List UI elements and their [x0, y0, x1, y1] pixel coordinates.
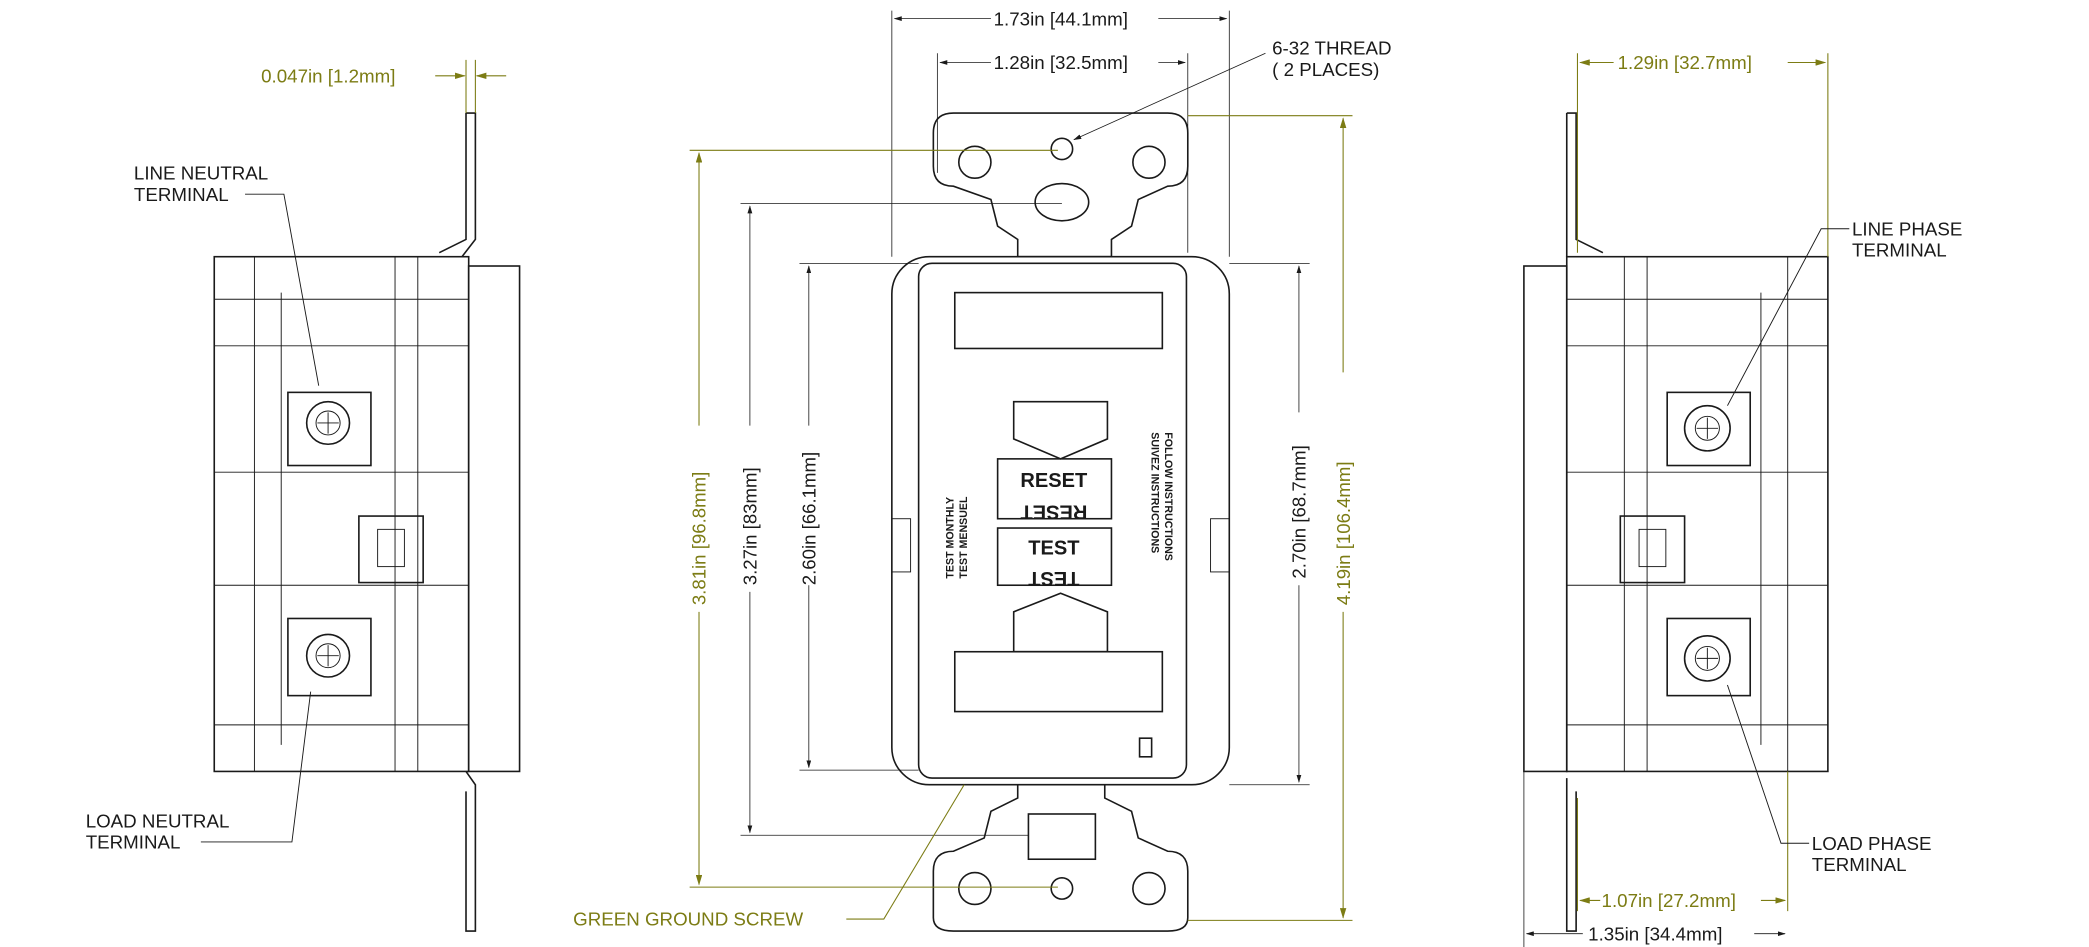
test-mensuel-text: TEST MENSUEL	[958, 496, 970, 579]
line-phase-terminal-screw	[1666, 391, 1752, 467]
callout-load-phase: LOAD PHASE	[1812, 833, 1932, 854]
dim-mount-hole-spacing: 1.28in [32.5mm]	[994, 52, 1128, 73]
test-monthly-text: TEST MONTHLY	[944, 497, 956, 579]
ground-screw	[1027, 813, 1097, 861]
callout-line-neutral-2: TERMINAL	[134, 184, 229, 205]
dim-height-2-70: 2.70in [68.7mm]	[1289, 445, 1310, 578]
dim-height-3-27: 3.27in [83mm]	[740, 467, 761, 585]
dim-side-depth-top: 1.29in [32.7mm]	[1618, 52, 1752, 73]
reset-arrow-icon	[1012, 400, 1109, 460]
dim-side-depth-inner: 1.07in [27.2mm]	[1602, 890, 1736, 911]
callout-line-neutral: LINE NEUTRAL	[134, 163, 268, 184]
follow-instructions-text: FOLLOW INSTRUCTIONS	[1162, 432, 1174, 561]
front-view: RESET RESET TEST TEST TEST MONTHLY TEST …	[573, 8, 1392, 932]
test-label-inverted: TEST	[1028, 567, 1079, 589]
line-neutral-terminal-screw	[287, 391, 372, 467]
reset-label-inverted: RESET	[1020, 500, 1087, 522]
callout-load-phase-2: TERMINAL	[1812, 854, 1907, 875]
dim-overall-width: 1.73in [44.1mm]	[994, 8, 1128, 29]
right-side-view: 1.29in [32.7mm] 1.07in [27.2mm] 1.35in […	[1523, 52, 1962, 947]
callout-green-ground-screw: GREEN GROUND SCREW	[573, 909, 803, 930]
test-button[interactable]: TEST TEST	[996, 527, 1113, 589]
test-label: TEST	[1028, 538, 1079, 560]
dim-height-3-81: 3.81in [96.8mm]	[689, 472, 710, 605]
suivez-instructions-text: SUIVEZ INSTRUCTIONS	[1149, 432, 1161, 553]
callout-load-neutral: LOAD NEUTRAL	[86, 810, 230, 831]
dim-height-2-60: 2.60in [66.1mm]	[798, 452, 819, 585]
dim-strap-thickness: 0.047in [1.2mm]	[261, 66, 395, 87]
callout-load-neutral-2: TERMINAL	[86, 832, 181, 853]
reset-label: RESET	[1020, 470, 1087, 492]
test-arrow-icon	[1012, 592, 1109, 653]
callout-line-phase-2: TERMINAL	[1852, 240, 1947, 261]
load-neutral-terminal-screw	[287, 617, 372, 697]
dim-height-4-19: 4.19in [106.4mm]	[1333, 461, 1354, 605]
load-phase-terminal-screw	[1666, 617, 1752, 697]
left-side-view: 0.047in [1.2mm] LINE NEUTRAL TERMINAL LO…	[86, 59, 521, 932]
bottom-strap	[932, 784, 1189, 932]
dim-side-depth-overall: 1.35in [34.4mm]	[1588, 923, 1722, 944]
reset-button[interactable]: RESET RESET	[996, 458, 1113, 522]
callout-thread: 6-32 THREAD	[1272, 38, 1391, 59]
callout-thread-places: ( 2 PLACES)	[1272, 59, 1379, 80]
callout-line-phase: LINE PHASE	[1852, 218, 1962, 239]
